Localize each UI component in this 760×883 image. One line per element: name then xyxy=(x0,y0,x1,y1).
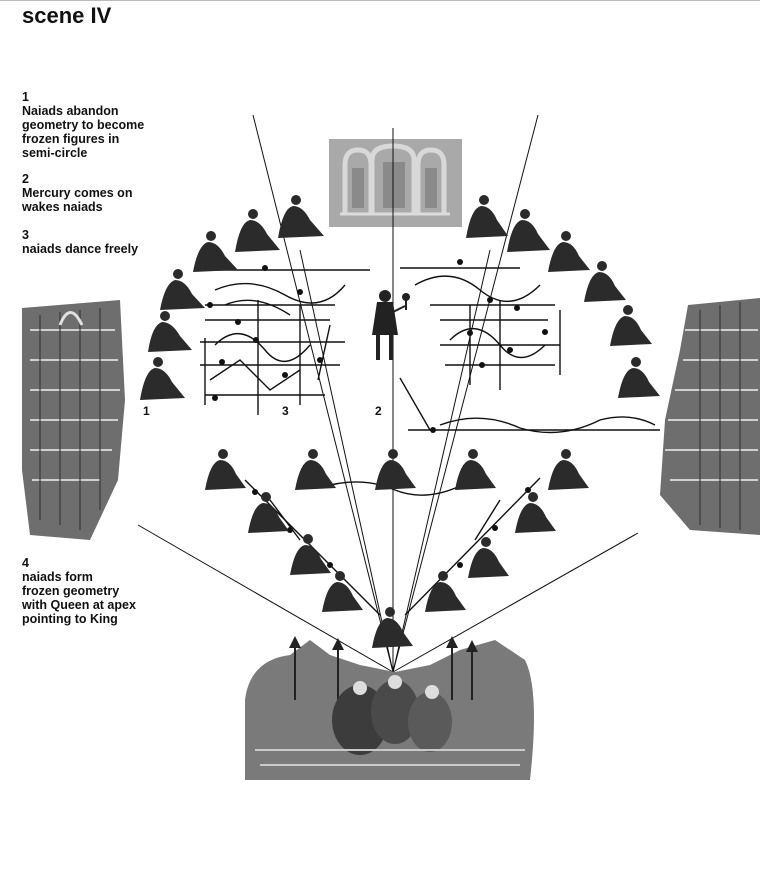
naiad-row-5 xyxy=(548,449,589,490)
note-4-text: naiads form frozen geometry with Queen a… xyxy=(22,570,136,626)
royal-party-engraving xyxy=(245,636,534,780)
queen-at-apex xyxy=(372,607,413,648)
note-4-number: 4 xyxy=(22,556,29,570)
right-audience-engraving xyxy=(660,298,760,535)
note-3: 3 naiads dance freely xyxy=(22,228,172,256)
naiad-row-3 xyxy=(375,449,416,490)
left-audience-engraving xyxy=(22,300,125,540)
backdrop-scenery xyxy=(329,139,462,227)
notation-lower-dots xyxy=(252,487,531,568)
notation-left-dots xyxy=(207,265,323,401)
naiad-v-right-3 xyxy=(425,571,466,612)
naiad-left-1 xyxy=(140,357,185,400)
naiad-right-6 xyxy=(618,357,660,398)
note-4: 4 naiads form frozen geometry with Queen… xyxy=(22,556,172,626)
notation-right-dots xyxy=(430,259,548,433)
note-1: 1 Naiads abandon geometry to become froz… xyxy=(22,90,172,160)
naiad-v-right-2 xyxy=(468,537,509,578)
naiad-right-3 xyxy=(548,231,590,272)
naiad-row-4 xyxy=(455,449,496,490)
top-rule xyxy=(0,0,760,1)
naiad-left-3 xyxy=(160,269,205,310)
marker-3: 3 xyxy=(282,404,289,418)
naiad-left-6 xyxy=(278,195,324,238)
naiad-v-right-1 xyxy=(515,492,556,533)
naiad-right-4 xyxy=(584,261,626,302)
naiad-right-1 xyxy=(466,195,508,238)
notation-right xyxy=(399,267,660,434)
naiad-right-5 xyxy=(610,305,652,346)
naiad-row-2 xyxy=(295,449,336,490)
note-3-number: 3 xyxy=(22,228,29,242)
naiad-v-left-2 xyxy=(290,534,331,575)
naiad-v-left-1 xyxy=(248,492,289,533)
naiad-figures xyxy=(140,195,660,648)
scene-title: scene IV xyxy=(22,3,112,28)
marker-2: 2 xyxy=(375,404,382,418)
naiad-v-left-3 xyxy=(322,571,363,612)
note-3-text: naiads dance freely xyxy=(22,242,139,256)
note-2-number: 2 xyxy=(22,172,29,186)
mercury-figure xyxy=(372,290,410,360)
naiad-left-4 xyxy=(193,231,238,272)
marker-1: 1 xyxy=(143,404,150,418)
naiad-left-5 xyxy=(235,209,280,252)
naiad-row-1 xyxy=(205,449,246,490)
note-2-text: Mercury comes on wakes naiads xyxy=(22,186,133,214)
notation-left xyxy=(200,269,370,415)
note-1-text: Naiads abandon geometry to become frozen… xyxy=(22,104,145,160)
naiad-right-2 xyxy=(507,209,550,252)
naiad-left-2 xyxy=(148,311,192,352)
note-2: 2 Mercury comes on wakes naiads xyxy=(22,172,172,214)
note-1-number: 1 xyxy=(22,90,29,104)
